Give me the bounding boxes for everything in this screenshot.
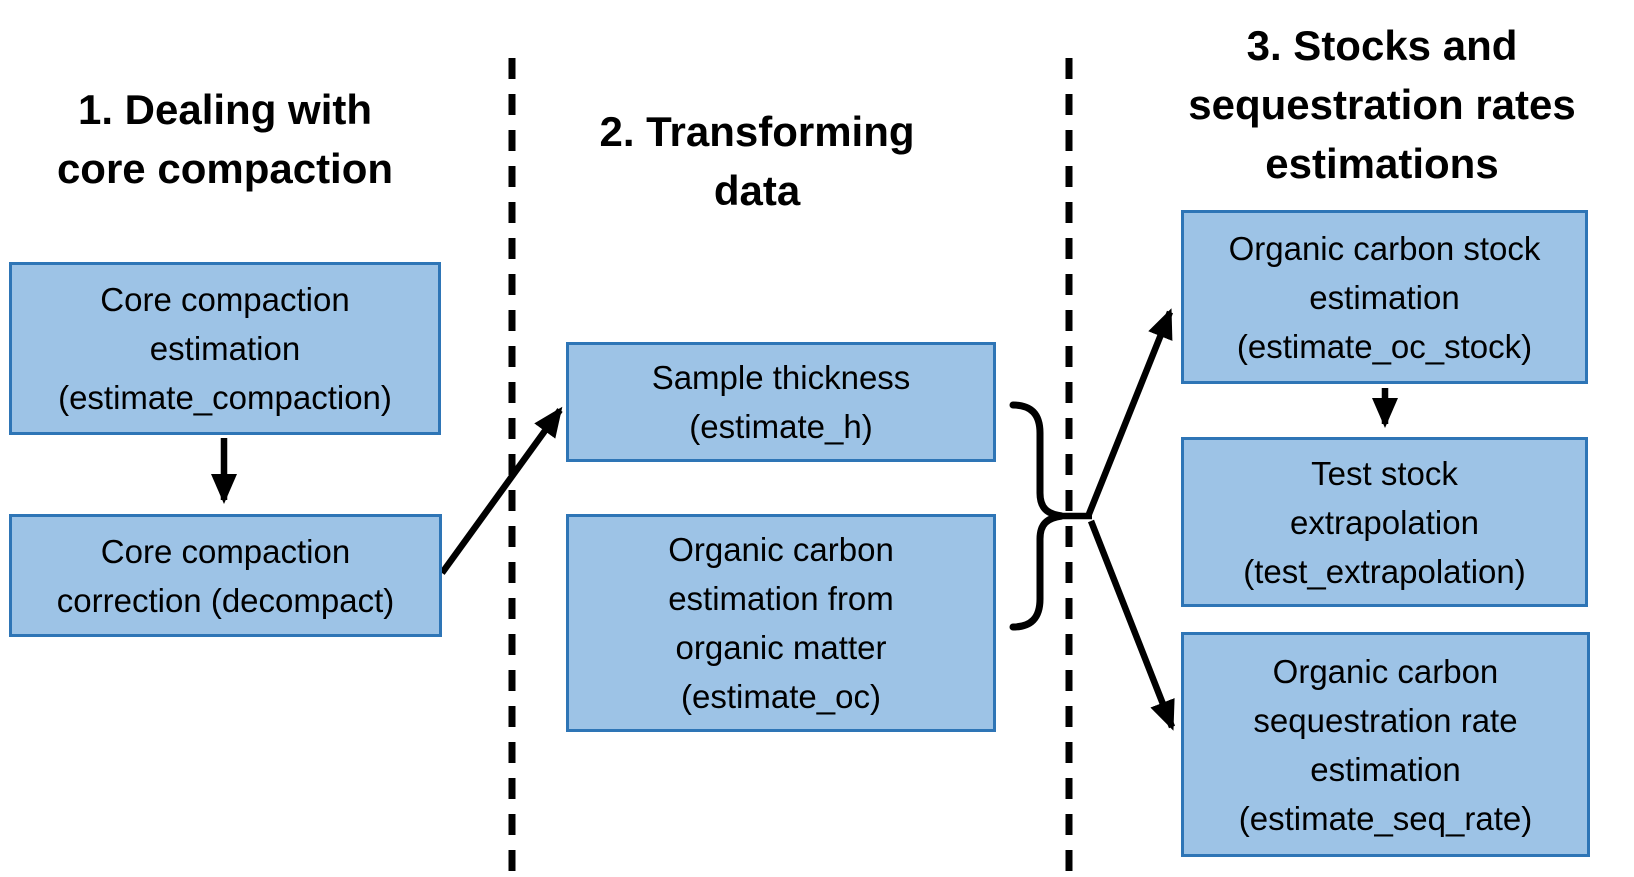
box-organic-carbon-stock-estimation: Organic carbon stock estimation (estimat… — [1181, 210, 1588, 384]
box-core-compaction-correction: Core compaction correction (decompact) — [9, 514, 442, 637]
box-sample-thickness: Sample thickness (estimate_h) — [566, 342, 996, 462]
box-test-stock-extrapolation: Test stock extrapolation (test_extrapola… — [1181, 437, 1588, 607]
section-1-heading: 1. Dealing with core compaction — [56, 86, 394, 192]
box-organic-carbon-sequestration-rate: Organic carbon sequestration rate estima… — [1181, 632, 1590, 857]
box-organic-carbon-estimation: Organic carbon estimation from organic m… — [566, 514, 996, 732]
curly-brace — [1009, 401, 1063, 631]
arrow-correction-to-sample-thickness — [439, 406, 563, 575]
arrow-junction-to-seq-rate — [1087, 519, 1176, 731]
section-2-heading: 2. Transforming data — [599, 108, 915, 214]
box-core-compaction-estimation: Core compaction estimation (estimate_com… — [9, 262, 441, 435]
section-3-heading: 3. Stocks and sequestration rates estima… — [1188, 22, 1576, 187]
arrow-junction-to-oc-stock — [1085, 308, 1174, 516]
